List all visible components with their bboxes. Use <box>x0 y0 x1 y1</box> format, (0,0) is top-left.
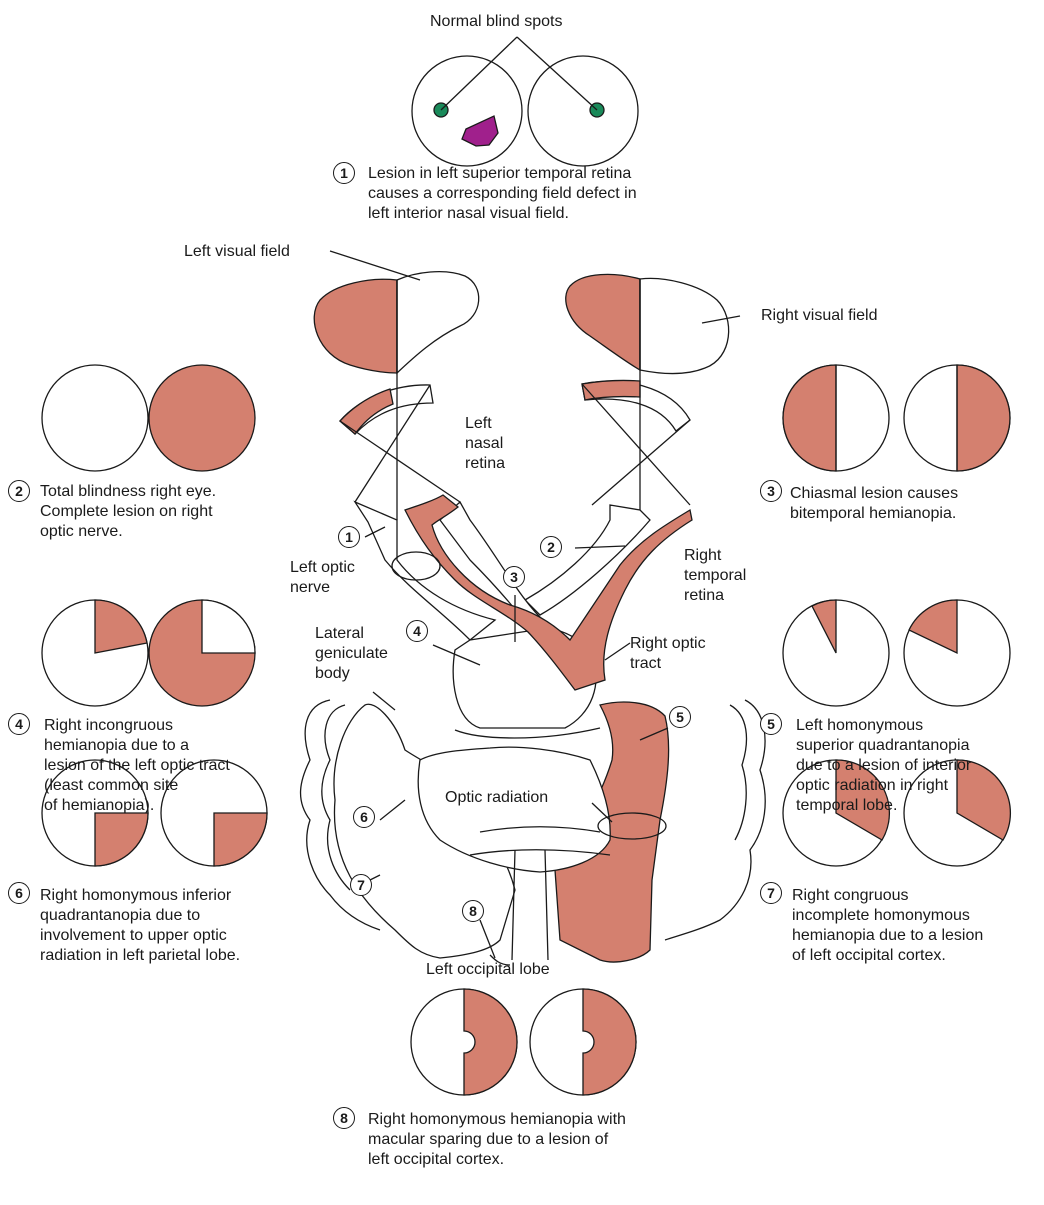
caption-line: Left homonymous <box>796 716 971 736</box>
defect-6-caption: Right homonymous inferior quadrantanopia… <box>40 886 240 966</box>
caption-line: involvement to upper optic <box>40 926 240 946</box>
blind-spot-fields <box>412 37 638 166</box>
label-line: Left <box>465 414 505 434</box>
right-visual-field-shape <box>566 274 729 373</box>
right-visual-field-label: Right visual field <box>761 306 878 326</box>
defect-field-2 <box>42 365 255 471</box>
defect-field-5 <box>783 600 1010 706</box>
caption-line: (least common site <box>44 776 230 796</box>
caption-1: Lesion in left superior temporal retina … <box>368 164 637 224</box>
caption-line: due to a lesion of interior <box>796 756 971 776</box>
caption-line: of left occipital cortex. <box>792 946 983 966</box>
caption-line: hemianopia due to a <box>44 736 230 756</box>
caption-line: optic nerve. <box>40 522 216 542</box>
caption-line: macular sparing due to a lesion of <box>368 1130 626 1150</box>
caption-line: Total blindness right eye. <box>40 482 216 502</box>
label-line: nerve <box>290 578 355 598</box>
label-line: retina <box>684 586 746 606</box>
blind-spots-label: Normal blind spots <box>430 12 563 32</box>
brain-outline <box>301 700 766 965</box>
caption-line: Lesion in left superior temporal retina <box>368 164 637 184</box>
label-line: body <box>315 664 388 684</box>
left-optic-nerve-label: Left optic nerve <box>290 558 355 598</box>
caption-line: left occipital cortex. <box>368 1150 626 1170</box>
label-line: Right optic <box>630 634 706 654</box>
defect-4-number: 4 <box>8 713 30 735</box>
marker-6: 6 <box>353 806 375 828</box>
marker-4: 4 <box>406 620 428 642</box>
caption-line: Chiasmal lesion causes <box>790 484 958 504</box>
caption-line: left interior nasal visual field. <box>368 204 637 224</box>
defect-field-8 <box>411 989 636 1095</box>
right-optic-tract-label: Right optic tract <box>630 634 706 674</box>
caption-1-number: 1 <box>333 162 355 184</box>
caption-line: incomplete homonymous <box>792 906 983 926</box>
label-line: Right <box>684 546 746 566</box>
caption-line: Right homonymous hemianopia with <box>368 1110 626 1130</box>
lateral-geniculate-body-label: Lateral geniculate body <box>315 624 388 684</box>
caption-line: causes a corresponding field defect in <box>368 184 637 204</box>
left-occipital-lobe-label: Left occipital lobe <box>426 960 550 980</box>
defect-5-caption: Left homonymous superior quadrantanopia … <box>796 716 971 816</box>
defect-8-number: 8 <box>333 1107 355 1129</box>
right-retina <box>582 380 690 431</box>
marker-2: 2 <box>540 536 562 558</box>
label-line: temporal <box>684 566 746 586</box>
label-line: geniculate <box>315 644 388 664</box>
defect-8-caption: Right homonymous hemianopia with macular… <box>368 1110 626 1170</box>
label-line: retina <box>465 454 505 474</box>
caption-line: bitemporal hemianopia. <box>790 504 958 524</box>
left-nasal-retina-label: Left nasal retina <box>465 414 505 474</box>
caption-line: radiation in left parietal lobe. <box>40 946 240 966</box>
left-retina <box>340 385 433 434</box>
marker-1: 1 <box>338 526 360 548</box>
defect-3-caption: Chiasmal lesion causes bitemporal hemian… <box>790 484 958 524</box>
left-eye-field <box>412 56 522 166</box>
marker-8: 8 <box>462 900 484 922</box>
caption-line: Right congruous <box>792 886 983 906</box>
defect-2-caption: Total blindness right eye. Complete lesi… <box>40 482 216 542</box>
caption-line: optic radiation in right <box>796 776 971 796</box>
right-temporal-retina-label: Right temporal retina <box>684 546 746 606</box>
label-line: tract <box>630 654 706 674</box>
caption-line: hemianopia due to a lesion <box>792 926 983 946</box>
caption-line: temporal lobe. <box>796 796 971 816</box>
defect-2-number: 2 <box>8 480 30 502</box>
right-eye-field <box>528 56 638 166</box>
defect-7-number: 7 <box>760 882 782 904</box>
defect-6-number: 6 <box>8 882 30 904</box>
defect-4-caption: Right incongruous hemianopia due to a le… <box>44 716 230 816</box>
caption-line: Right homonymous inferior <box>40 886 240 906</box>
caption-line: lesion of the left optic tract <box>44 756 230 776</box>
defect-field-4 <box>42 600 255 706</box>
left-visual-field-label: Left visual field <box>184 242 290 262</box>
optic-radiation-label: Optic radiation <box>445 788 548 808</box>
caption-line: Complete lesion on right <box>40 502 216 522</box>
caption-line: of hemianopia). <box>44 796 230 816</box>
caption-line: superior quadrantanopia <box>796 736 971 756</box>
defect-7-caption: Right congruous incomplete homonymous he… <box>792 886 983 966</box>
marker-3: 3 <box>503 566 525 588</box>
caption-line: quadrantanopia due to <box>40 906 240 926</box>
label-line: Left optic <box>290 558 355 578</box>
label-line: Lateral <box>315 624 388 644</box>
caption-line: Right incongruous <box>44 716 230 736</box>
defect-3-number: 3 <box>760 480 782 502</box>
marker-5: 5 <box>669 706 691 728</box>
defect-field-3 <box>783 365 1010 471</box>
marker-7: 7 <box>350 874 372 896</box>
defect-5-number: 5 <box>760 713 782 735</box>
label-line: nasal <box>465 434 505 454</box>
